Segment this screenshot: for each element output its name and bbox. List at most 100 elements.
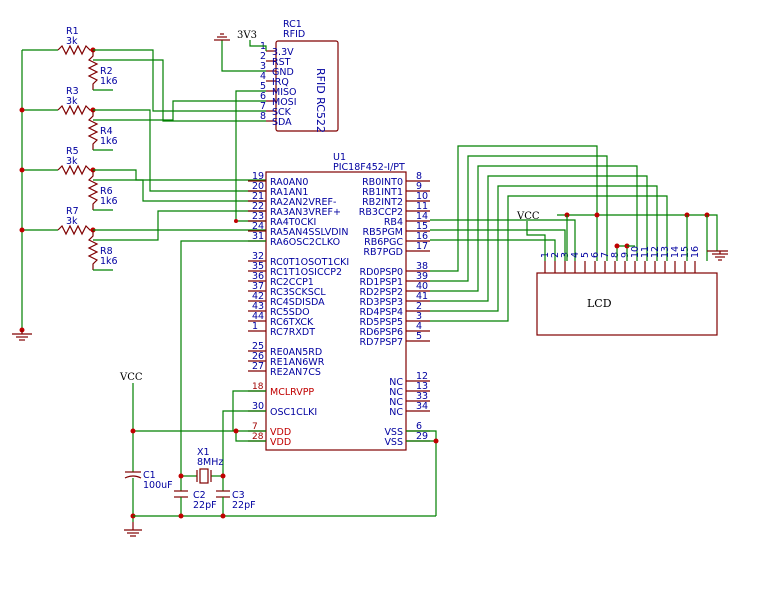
mcu-left-pin-num: 19	[252, 171, 264, 182]
mcu-left-pin-num: 21	[252, 191, 264, 202]
x1-value: 8MHz	[197, 457, 223, 468]
mcu-left-pin-num: 27	[252, 361, 264, 372]
c3-value: 22pF	[232, 500, 256, 511]
mcu-right-pin-name: RB2INT2	[362, 197, 403, 208]
mcu-left-pin-name: RC5SDO	[270, 307, 310, 318]
mcu-right-pin-name: RD2PSP2	[360, 287, 404, 298]
mcu-right-pin-name: RB4	[384, 217, 403, 228]
lcd-pin-num: 5	[580, 252, 591, 258]
r5-ref: R5	[66, 146, 79, 157]
mcu-right-pin-name: RB5PGM	[363, 227, 403, 238]
mcu-right-pin-num: 3	[416, 311, 422, 322]
mcu-ref: U1	[333, 152, 346, 163]
mcu-left-pin-num: 1	[252, 321, 258, 332]
lcd-pin-num: 2	[550, 252, 561, 258]
mcu-left-pin-num: 37	[252, 281, 264, 292]
rfid-pin-4-num: 4	[260, 71, 266, 82]
mcu-right-pin-num: 11	[416, 201, 428, 212]
lcd-pin-num: 4	[570, 252, 581, 258]
rfid-ref: RC1	[283, 19, 302, 30]
r5-value: 3k	[66, 156, 78, 167]
mcu-left-pin-name: OSC1CLKI	[270, 407, 317, 418]
mcu-right-pin-name: RD0PSP0	[360, 267, 404, 278]
rfid-body-label: RFID RC522	[314, 68, 327, 133]
power-section: VCC C1 100uF	[119, 240, 439, 537]
mcu-right-pin-num: 12	[416, 371, 428, 382]
rfid-ground-symbol	[214, 33, 230, 41]
mcu-right-pin-num: 33	[416, 391, 428, 402]
rfid-pin-5-name: MISO	[272, 87, 297, 98]
mcu-left-pin-num: 35	[252, 261, 264, 272]
mcu-left-pin-name: RA4T0CKI	[270, 217, 316, 228]
lcd-pin-num: 12	[650, 246, 661, 258]
rfid-name: RFID	[283, 29, 305, 40]
mcu-left-pin-num: 24	[252, 221, 264, 232]
crystal-x1: X1 8MHz	[196, 447, 223, 484]
mcu-right-pin-num: 34	[416, 401, 428, 412]
mcu-left-pin-name: RC6TXCK	[270, 317, 314, 328]
lcd-pin-num: 9	[620, 252, 631, 258]
r8-value: 1k6	[100, 256, 118, 267]
rfid-pin-6-num: 6	[260, 91, 266, 102]
c1-ref: C1	[143, 470, 156, 481]
mcu-right-pin-num: 5	[416, 331, 422, 342]
r2-value: 1k6	[100, 76, 118, 87]
resistor-pair-3: R5 3k R6 1k6	[57, 146, 118, 210]
mcu-left-pin-name: VDD	[270, 427, 291, 438]
mcu-left-pin-name: RC4SDISDA	[270, 297, 325, 308]
mcu-right-pin-name: RD4PSP4	[360, 307, 404, 318]
mcu-right-pin-name: VSS	[384, 437, 403, 448]
mcu-left-pin-num: 7	[252, 422, 258, 432]
mcu-left-pin-num: 18	[252, 382, 264, 392]
mcu-left-pin-name: RE1AN6WR	[270, 357, 325, 368]
mcu-right-pin-num: 38	[416, 261, 428, 272]
mcu-left-pin-name: VDD	[270, 437, 291, 448]
mcu-right-pin-num: 41	[416, 291, 428, 302]
r4-ref: R4	[100, 126, 113, 137]
mcu-right-pin-name: VSS	[384, 427, 403, 438]
mcu-right-pin-num: 2	[416, 301, 422, 312]
mcu-right-pin-name: RD6PSP6	[360, 327, 404, 338]
mcu-left-pin-name: RC1T1OSICCP2	[270, 267, 342, 278]
rfid-pin-3-name: GND	[272, 67, 294, 78]
mcu-right-pin-name: RB7PGD	[363, 247, 403, 258]
mcu-right-pin-num: 40	[416, 281, 428, 292]
lcd-label: LCD	[587, 297, 612, 310]
c2-value: 22pF	[193, 500, 217, 511]
mcu-right-pin-num: 39	[416, 271, 428, 282]
resistor-pair-2: R3 3k R4 1k6	[57, 86, 118, 150]
lcd-pin-num: 8	[610, 252, 621, 258]
mcu-right-pin-name: RD5PSP5	[360, 317, 404, 328]
left-ground-rail	[12, 49, 58, 341]
rfid-pin-8-name: SDA	[272, 117, 292, 128]
mcu-left-pin-num: 30	[252, 401, 264, 412]
mcu-right-pin-name: NC	[389, 377, 403, 388]
lcd-pin-num: 6	[590, 252, 601, 258]
mcu-right-pin-name: NC	[389, 387, 403, 398]
capacitor-c2: C2 22pF	[174, 490, 217, 516]
mcu-left-pin-name: RE0AN5RD	[270, 347, 322, 358]
mcu-right-pin-name: RB6PGC	[364, 237, 403, 248]
mcu-right-pin-name: NC	[389, 397, 403, 408]
mcu-left-pin-num: 32	[252, 251, 264, 262]
r4-value: 1k6	[100, 136, 118, 147]
mcu-right-pin-num: 4	[416, 321, 422, 332]
rfid-pin-2-name: RST	[272, 57, 291, 68]
r2-ref: R2	[100, 66, 113, 77]
mcu-right-pin-name: RB0INT0	[362, 177, 403, 188]
r6-value: 1k6	[100, 196, 118, 207]
r7-value: 3k	[66, 216, 78, 227]
r1-ref: R1	[66, 26, 79, 37]
lcd-pin-num: 14	[670, 246, 681, 258]
mcu-right-pin-name: RD1PSP1	[360, 277, 404, 288]
rfid-pin-5-num: 5	[260, 81, 266, 92]
rfid-pin-7-name: SCK	[272, 107, 292, 118]
mcu-left-pin-name: RC0T1OSOT1CKI	[270, 257, 349, 268]
mcu-right-pin-num: 16	[416, 231, 428, 242]
mcu-left-pin-num: 20	[252, 181, 264, 192]
mcu-left-pin-num: 25	[252, 341, 264, 352]
mcu-left-pin-name: RC3SCKSCL	[270, 287, 326, 298]
vcc-label: VCC	[119, 372, 143, 383]
